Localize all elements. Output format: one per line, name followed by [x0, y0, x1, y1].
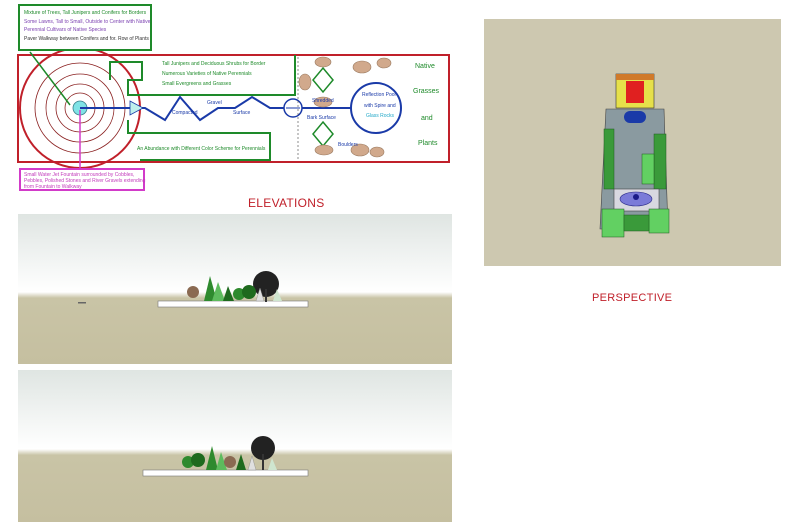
- perspective-title: PERSPECTIVE: [592, 292, 673, 304]
- side-label: Plants: [418, 140, 438, 147]
- boulder: [314, 144, 334, 156]
- tree-cluster: [187, 271, 282, 302]
- boulder: [376, 57, 392, 69]
- elevation-view-2: [18, 370, 452, 522]
- elevations-title: ELEVATIONS: [248, 196, 325, 210]
- stone-label-shredded: Shredded: [312, 98, 334, 104]
- site-plan: Mixture of Trees, Tall Junipers and Coni…: [0, 0, 460, 195]
- legend-green-line: Perennial Cultivars of Native Species: [24, 27, 107, 33]
- stone-diamond-top: [312, 66, 334, 94]
- boulder: [352, 60, 372, 74]
- boulder: [314, 56, 332, 68]
- boulder: [313, 96, 333, 108]
- perspective-view: [484, 19, 781, 266]
- pool-label: with Spire and: [364, 103, 396, 109]
- boulder: [350, 143, 370, 157]
- side-label: and: [421, 115, 433, 122]
- tree-cluster: [182, 436, 277, 471]
- stone-label-bark: Bark Surface: [307, 115, 336, 121]
- boulder: [298, 73, 312, 91]
- leader-green: [29, 51, 71, 106]
- legend-green-line: Some Lawns, Tall to Small, Outside to Ce…: [24, 18, 151, 25]
- green-box-line: Numerous Varieties of Native Perennials: [162, 71, 252, 77]
- hedge-lower: [127, 120, 271, 161]
- legend-green-line: Paver Walkway between Conifers and for. …: [24, 35, 149, 42]
- side-label: Grasses: [413, 88, 440, 95]
- green-box-line: Small Evergreens and Grasses: [162, 81, 232, 87]
- reflection-pool: [350, 82, 402, 134]
- legend-pink-line: from Fountain to Walkway: [24, 184, 82, 191]
- boulder: [369, 146, 385, 158]
- bottom-note: An Abundance with Different Color Scheme…: [137, 146, 266, 152]
- path-label-surface: Surface: [233, 110, 251, 116]
- legend-pink-box: Small Water Jet Fountain surrounded by C…: [19, 168, 145, 191]
- legend-green-box: Mixture of Trees, Tall Junipers and Coni…: [18, 4, 152, 51]
- stone-label-boulders: Boulders: [338, 142, 358, 148]
- legend-pink-line: Pebbles, Polished Stones and River Grave…: [24, 178, 146, 185]
- pool-label: Reflection Pool: [362, 92, 396, 98]
- legend-green-line: Mixture of Trees, Tall Junipers and Coni…: [24, 10, 147, 16]
- path-label-compacted: Compacted: [172, 110, 198, 116]
- side-label: Native: [415, 63, 435, 70]
- walkway-arrow: [129, 100, 144, 116]
- legend-pink-line: Small Water Jet Fountain surrounded by C…: [24, 172, 135, 178]
- path-label-gravel: Gravel: [207, 100, 222, 106]
- pool-label: Glass Rocks: [366, 113, 395, 119]
- hedge-top: [109, 55, 296, 96]
- pavement-slab: [157, 300, 309, 308]
- elevation-view-1: [18, 214, 452, 364]
- pavement-slab: [142, 469, 309, 477]
- green-box-line: Tall Junipers and Deciduous Shrubs for B…: [162, 61, 266, 67]
